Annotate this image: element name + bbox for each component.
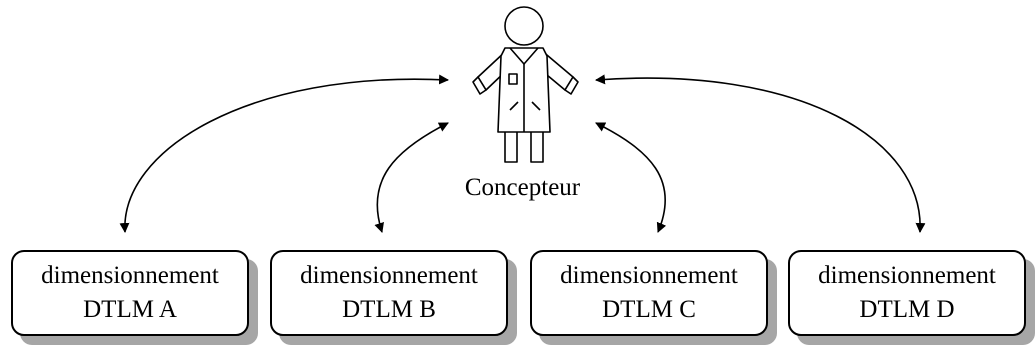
- arrow-module-d: [595, 74, 926, 233]
- module-d-title: dimensionnement: [818, 262, 996, 289]
- arrow-module-c: [595, 122, 667, 233]
- right-hand-shape: [564, 76, 579, 95]
- arrow-module-b: [374, 122, 449, 233]
- left-leg-shape: [504, 130, 518, 163]
- module-a-title: dimensionnement: [41, 262, 219, 289]
- module-box-d: dimensionnement DTLM D: [788, 250, 1026, 336]
- right-leg-shape: [530, 130, 544, 163]
- module-b-name: DTLM B: [342, 296, 436, 323]
- module-c-title: dimensionnement: [560, 262, 738, 289]
- module-box-a: dimensionnement DTLM A: [11, 250, 249, 336]
- module-a-name: DTLM A: [83, 296, 177, 323]
- module-box-c: dimensionnement DTLM C: [530, 250, 768, 336]
- left-hand-shape: [472, 76, 487, 95]
- head-shape: [504, 6, 544, 46]
- module-d-name: DTLM D: [859, 296, 955, 323]
- arrow-module-a: [119, 74, 449, 233]
- module-box-b: dimensionnement DTLM B: [270, 250, 508, 336]
- pocket-shape: [508, 73, 518, 85]
- designer-person-icon: [472, 6, 579, 163]
- module-b-title: dimensionnement: [300, 262, 478, 289]
- module-c-name: DTLM C: [602, 296, 696, 323]
- actor-label: Concepteur: [464, 174, 581, 201]
